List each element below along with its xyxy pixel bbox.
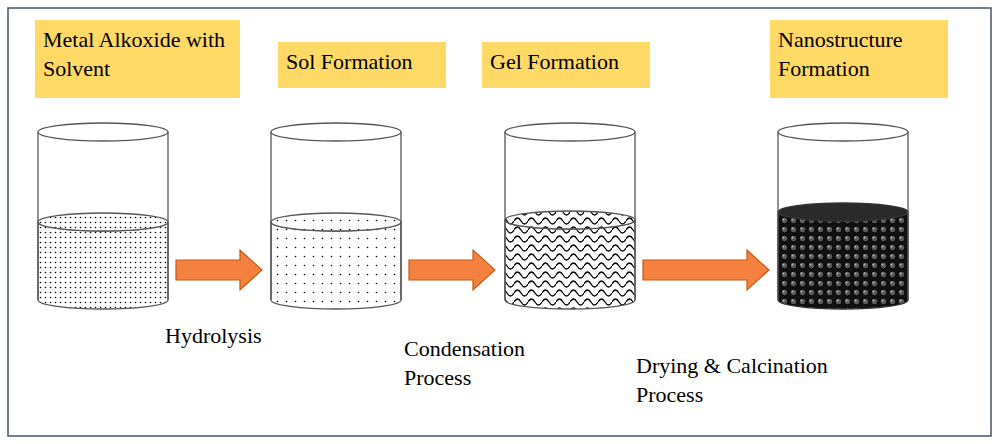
stage-heading-box: Nanostructure Formation (770, 20, 948, 98)
process-arrows (176, 250, 769, 290)
stage-heading-box: Gel Formation (482, 42, 650, 88)
beaker-nanostructure (778, 123, 908, 309)
stage-heading-box: Metal Alkoxide with Solvent (35, 20, 240, 98)
beaker-alkoxide (38, 123, 168, 309)
frame-border (8, 8, 991, 436)
beaker-sol (271, 123, 401, 309)
stage-heading: Nanostructure Formation (778, 26, 940, 83)
stage-heading-box: Sol Formation (278, 42, 446, 88)
stage-heading: Sol Formation (286, 48, 438, 77)
stage-heading: Gel Formation (490, 48, 642, 77)
beaker-gel (505, 123, 635, 309)
stage-heading: Metal Alkoxide with Solvent (43, 26, 232, 83)
step-label: Condensation Process (404, 335, 574, 392)
step-label: Drying & Calcination Process (636, 352, 836, 409)
step-label: Hydrolysis (165, 322, 335, 351)
